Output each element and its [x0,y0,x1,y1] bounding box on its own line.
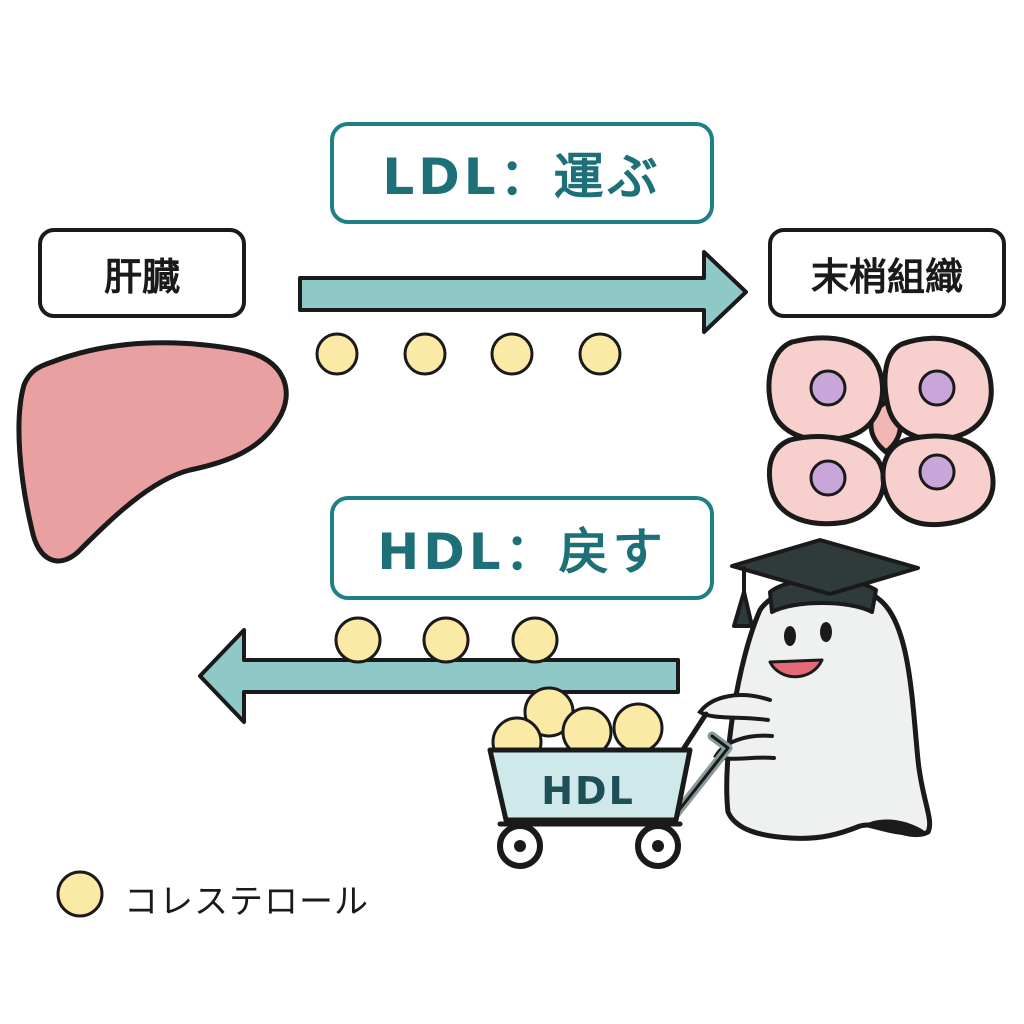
nucleus [918,369,956,407]
hdl-flow-label: HDL：戻す [330,496,714,600]
cart-handle-bar [681,711,709,751]
nucleus [809,459,847,497]
ghost-arm [697,693,772,722]
legend-cholesterol-icon [56,870,104,918]
cholesterol-particle [612,702,664,754]
nucleus [809,369,847,407]
ldl-flow-label: LDL：運ぶ [330,122,714,224]
cart-handle-outline [674,734,730,816]
shopping-cart-icon: HDL [487,686,733,869]
graduate-ghost-icon [697,538,933,841]
peripheral-tissue-label: 末梢組織 [768,228,1006,318]
cart-wheel-hub [514,840,526,852]
hdl-cholesterol-row [334,616,559,664]
cholesterol-particle [403,332,447,376]
ghost-eye [820,622,832,642]
cart-label: HDL [541,769,635,813]
cholesterol-particle [315,332,359,376]
peripheral-tissue-label-text: 末梢組織 [810,254,963,299]
ghost-mouth [768,658,824,679]
cart-cholesterol-pile [491,686,664,768]
liver-icon [16,340,289,564]
ldl-flow-label-text: LDL：運ぶ [382,148,662,206]
cholesterol-particle [490,332,534,376]
hdl-arrow [198,628,680,724]
liver-label: 肝臓 [38,228,246,318]
hdl-flow-label-text: HDL：戻す [377,523,667,581]
cell-cluster-icon [766,335,996,528]
cholesterol-particle [334,616,382,664]
cap-tassel [732,566,754,628]
cart-wheel-hub [652,840,664,852]
ldl-arrow [298,250,748,334]
ghost-eye [784,626,796,646]
ldl-cholesterol-row [315,332,622,376]
cart-basket [487,747,693,823]
legend-label: コレステロール [124,882,369,922]
nucleus [918,453,956,491]
cholesterol-particle [511,616,559,664]
cholesterol-particle [578,332,622,376]
cap-board [730,538,920,596]
cholesterol-particle [422,616,470,664]
ghost-tail-shadow [862,819,926,836]
liver-label-text: 肝臓 [103,254,180,299]
